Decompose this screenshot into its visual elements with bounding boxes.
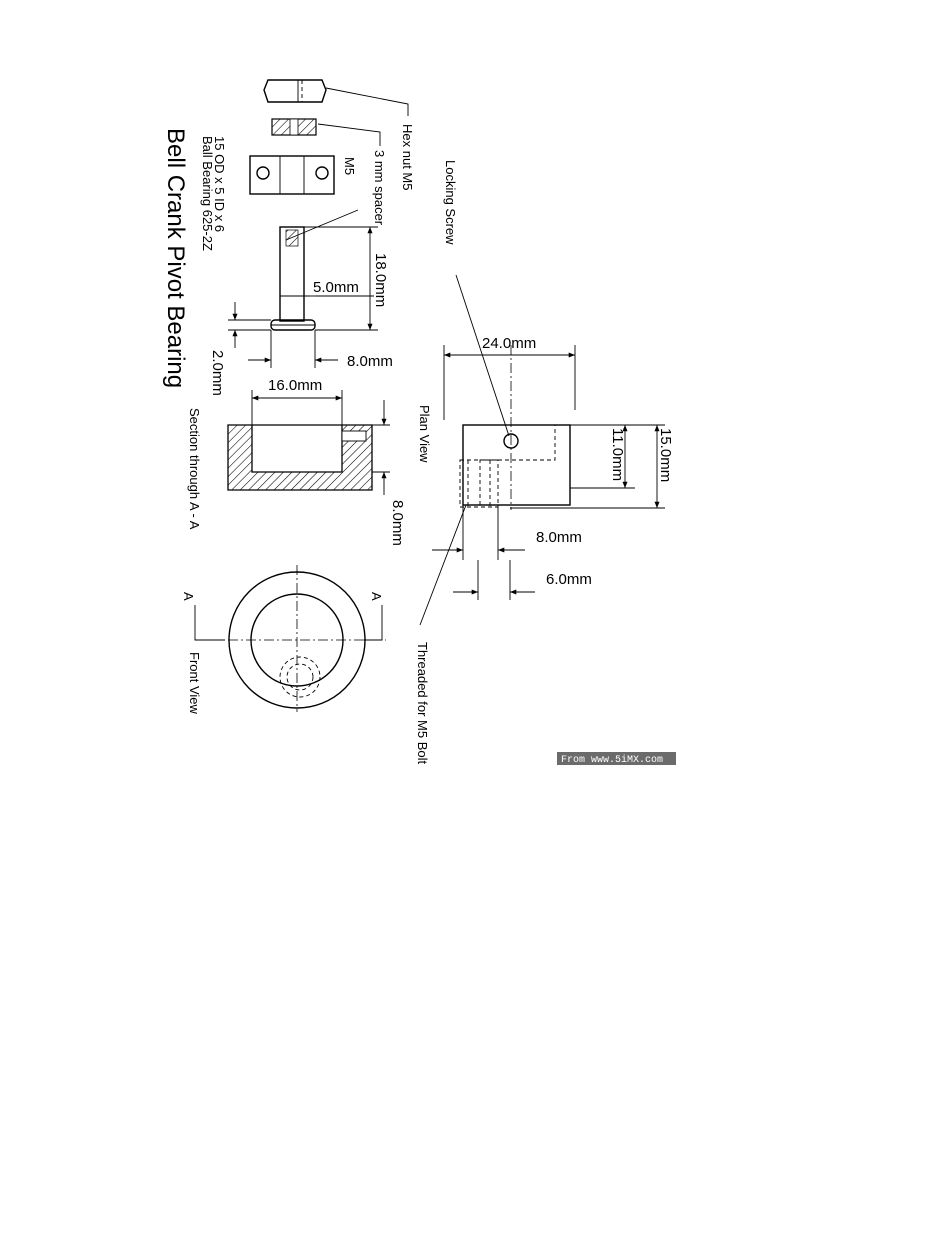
dim-bolt-length: 18.0mm <box>372 253 389 307</box>
drawing-title: Bell Crank Pivot Bearing <box>162 128 189 388</box>
dim-plan-height: 15.0mm <box>657 428 674 482</box>
threaded-label: Threaded for M5 Bolt <box>415 642 430 765</box>
plan-view-shape <box>459 345 571 510</box>
watermark-text: From www.5iMX.com <box>561 754 663 766</box>
plan-view-label: Plan View <box>417 405 432 463</box>
dim-section-depth: 8.0mm <box>389 500 406 546</box>
section-mark-right: A <box>369 592 384 601</box>
dim-plan-inner: 11.0mm <box>609 428 626 481</box>
dim-bolt-head-w: 8.0mm <box>347 353 393 370</box>
bolt-label: M5 <box>342 157 357 175</box>
dim-plan-width: 24.0mm <box>482 335 536 352</box>
dim-plan-slot: 8.0mm <box>536 529 582 546</box>
hex-nut-label: Hex nut M5 <box>400 124 415 190</box>
hex-nut-shape <box>263 79 327 103</box>
bearing-label-line2: 15 OD x 5 ID x 6 <box>212 136 227 232</box>
section-view-label: Section through A - A <box>187 408 202 530</box>
dim-bolt-shank: 5.0mm <box>313 279 359 296</box>
front-view-shape <box>210 565 386 712</box>
spacer-label: 3 mm spacer <box>372 150 387 226</box>
ball-bearing-shape <box>249 155 335 195</box>
dim-bolt-head-h: 2.0mm <box>209 350 226 396</box>
watermark: From www.5iMX.com <box>557 752 676 766</box>
spacer-shape <box>271 118 317 136</box>
dim-section-width: 16.0mm <box>268 377 322 394</box>
bearing-label-line1: Ball Bearing 625-2Z <box>200 136 215 251</box>
bolt-shape <box>270 226 316 331</box>
locking-screw-label: Locking Screw <box>443 160 458 245</box>
section-view-shape <box>227 424 373 491</box>
front-view-label: Front View <box>187 652 202 715</box>
dim-plan-hole: 6.0mm <box>546 571 592 588</box>
section-mark-left: A <box>181 592 196 601</box>
